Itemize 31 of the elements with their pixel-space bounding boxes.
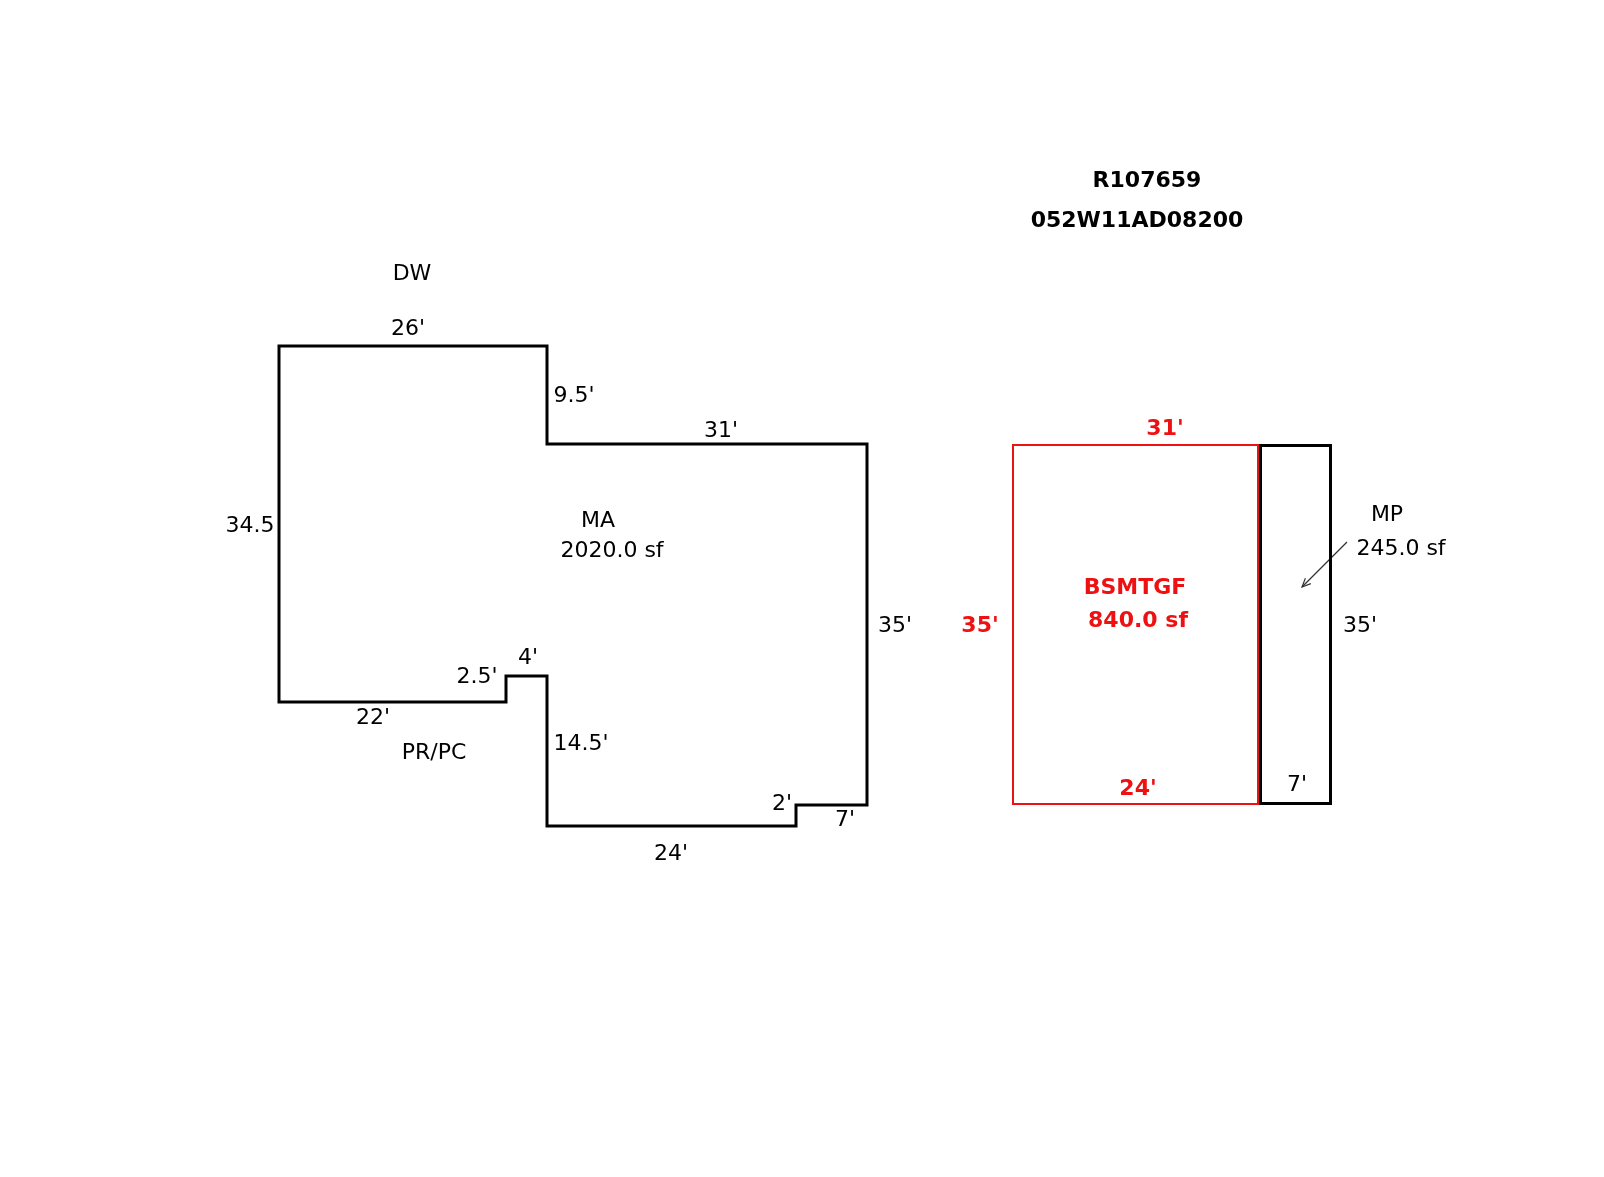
dimension-label: 34.5	[225, 514, 275, 536]
dimension-label: 7'	[1287, 773, 1307, 795]
dimension-label: 31'	[1146, 417, 1184, 439]
dimension-label: 35'	[1343, 614, 1377, 636]
area-label: 245.0 sf	[1356, 537, 1446, 559]
area-label: MP	[1370, 503, 1404, 525]
dimension-label: 22'	[356, 706, 390, 728]
area-label: 2020.0 sf	[560, 539, 664, 561]
dimension-label: 35'	[878, 614, 912, 636]
porch-outline	[1259, 444, 1332, 805]
dimension-label: 052W11AD08200	[1030, 209, 1244, 231]
dimension-label: 2.5'	[456, 665, 498, 687]
room-outline	[1012, 444, 1259, 805]
dimension-label: 9.5'	[553, 384, 595, 406]
dimension-label: 35'	[961, 614, 999, 636]
dimension-label: 24'	[1119, 777, 1157, 799]
leader-line	[1301, 541, 1348, 588]
dimension-label: 31'	[704, 419, 738, 441]
dimension-label: PR/PC	[401, 741, 467, 763]
area-label: BSMTGF	[1083, 576, 1187, 598]
room-outline	[279, 346, 867, 826]
dimension-label: 7'	[835, 808, 855, 830]
dimension-label: 4'	[518, 646, 538, 668]
dimension-label: 14.5'	[553, 732, 609, 754]
dimension-label: R107659	[1092, 169, 1202, 191]
area-label: 840.0 sf	[1088, 609, 1188, 631]
dimension-label: DW	[392, 262, 432, 284]
dimension-label: 2'	[772, 792, 792, 814]
dimension-label: 26'	[391, 317, 425, 339]
dimension-label: 24'	[654, 842, 688, 864]
area-label: MA	[581, 509, 615, 531]
